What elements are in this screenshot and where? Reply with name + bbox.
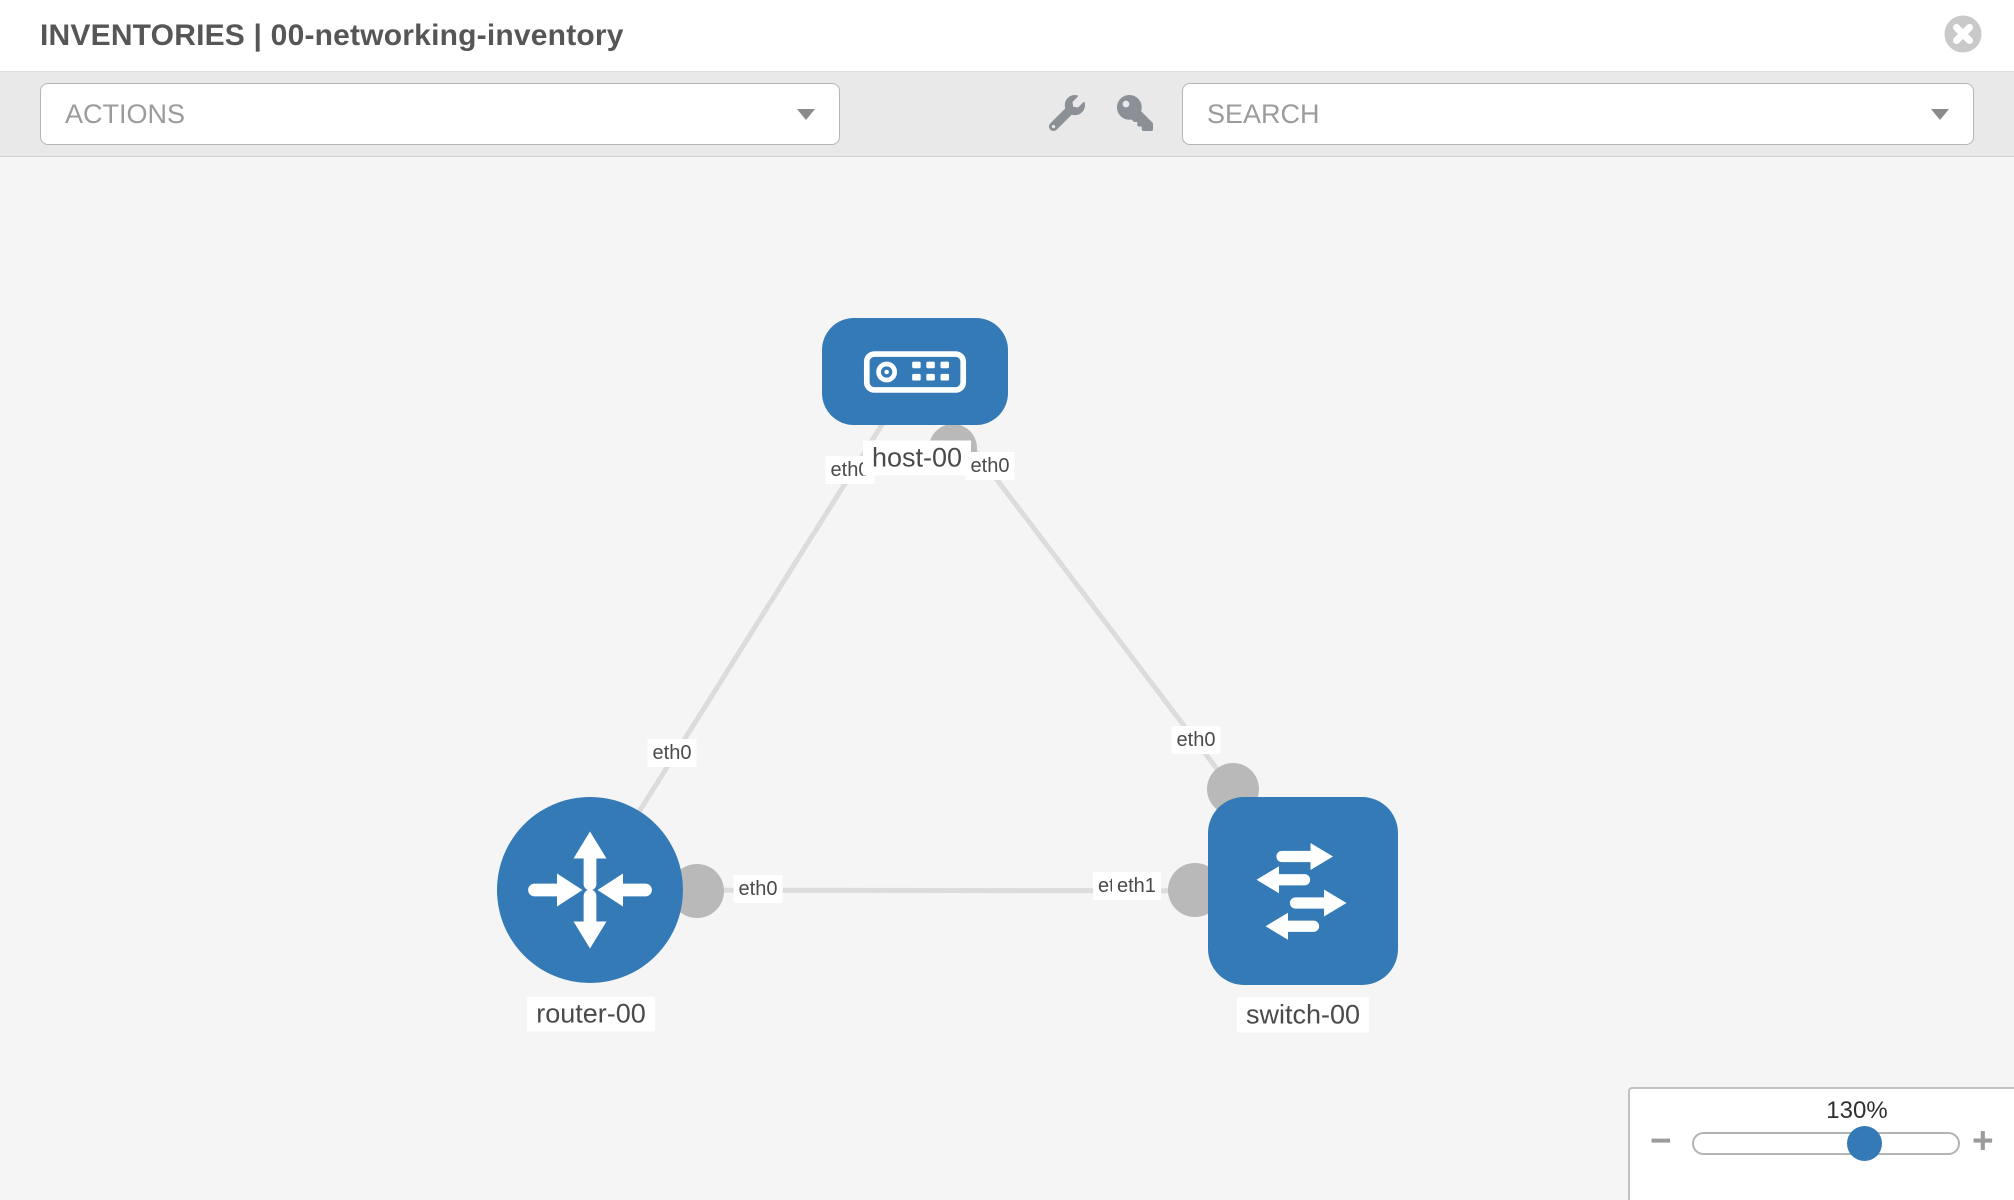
node-router-00[interactable]	[497, 797, 683, 983]
actions-dropdown[interactable]: ACTIONS	[40, 83, 840, 145]
interface-dot-router	[670, 864, 724, 918]
close-icon	[1944, 15, 1982, 53]
page-title: INVENTORIES | 00-networking-inventory	[40, 18, 624, 52]
toolbar: ACTIONS SEARCH	[0, 72, 2014, 157]
search-dropdown[interactable]: SEARCH	[1182, 83, 1974, 145]
zoom-slider-track[interactable]	[1692, 1126, 1960, 1161]
topology-edges	[587, 370, 1304, 918]
node-label-router-00: router-00	[527, 996, 655, 1032]
zoom-slider-thumb[interactable]	[1847, 1126, 1883, 1161]
actions-dropdown-label: ACTIONS	[65, 98, 186, 129]
node-switch-00[interactable]	[1208, 797, 1398, 985]
switch-icon	[1256, 843, 1347, 940]
search-dropdown-label: SEARCH	[1207, 98, 1320, 129]
key-button[interactable]	[1116, 95, 1154, 133]
interface-label-switch-eth0-top: eth0	[1171, 726, 1221, 754]
close-button[interactable]	[1944, 15, 1982, 53]
topology-canvas[interactable]: eth0 eth0 eth0 eth0 eth0 eth0 eth1 host-…	[0, 157, 2014, 1200]
zoom-out-button[interactable]: −	[1650, 1120, 1672, 1161]
router-icon	[528, 831, 652, 949]
node-host-00[interactable]	[822, 318, 1008, 425]
header: INVENTORIES | 00-networking-inventory	[0, 0, 2014, 72]
interface-label-switch-eth1: eth1	[1112, 872, 1161, 900]
zoom-in-button[interactable]: +	[1972, 1120, 1994, 1161]
node-label-switch-00: switch-00	[1236, 997, 1370, 1033]
key-icon	[1117, 95, 1153, 131]
zoom-panel: 130% − +	[1628, 1087, 2014, 1200]
zoom-level-value: 130%	[1826, 1097, 1888, 1124]
node-label-host-00: host-00	[862, 440, 972, 476]
chevron-down-icon	[1931, 108, 1949, 120]
toolbar-icons	[1048, 95, 1154, 133]
wrench-icon	[1048, 95, 1085, 132]
interface-label-router-eth0-top: eth0	[647, 739, 697, 767]
chevron-down-icon	[797, 108, 815, 120]
interface-label-host-eth0-right: eth0	[965, 452, 1015, 480]
host-icon	[863, 350, 967, 393]
interface-label-router-eth0-right: eth0	[733, 875, 783, 903]
wrench-button[interactable]	[1048, 95, 1086, 133]
